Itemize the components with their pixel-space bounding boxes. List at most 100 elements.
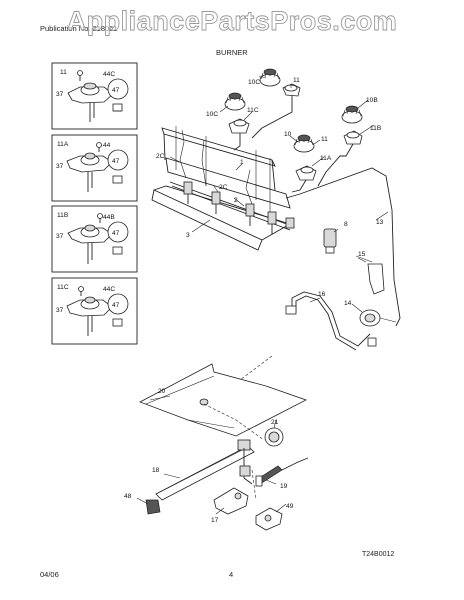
callout-21: 21 xyxy=(271,419,279,426)
burner-head-10c-left xyxy=(224,92,246,111)
inset-3-burner-label: 11B xyxy=(57,212,69,219)
valve-1 xyxy=(183,181,193,204)
watermark: AppliancePartsPros.com xyxy=(66,6,398,36)
baffle-plate-20 xyxy=(139,363,308,437)
leader-dashed-3 xyxy=(251,469,257,501)
footer-date: 04/06 xyxy=(40,570,59,579)
tube-to-11-top xyxy=(251,96,293,139)
regulator-8 xyxy=(323,228,337,254)
callout-15: 15 xyxy=(358,251,366,258)
valve-2 xyxy=(211,191,221,214)
callout-3: 3 xyxy=(186,232,190,239)
callout-20: 20 xyxy=(158,388,166,395)
manifold-frame xyxy=(151,126,292,251)
burner-part-drawing xyxy=(66,296,113,336)
callout-11c: 11C xyxy=(247,107,259,114)
bracket-15 xyxy=(355,255,385,295)
burner-head-10 xyxy=(293,134,315,153)
callout-8: 8 xyxy=(344,221,348,228)
oven-burner-tube-18 xyxy=(155,439,255,501)
inset-box-3 xyxy=(51,205,138,273)
inset-2-burner-label: 11A xyxy=(57,141,69,148)
burner-base-11a xyxy=(295,165,317,181)
callout-13: 13 xyxy=(376,219,384,226)
inset-2-cap-label: 44 xyxy=(103,142,111,149)
cap-icon xyxy=(107,221,129,255)
callout-11b: 11B xyxy=(370,125,382,132)
callout-48: 48 xyxy=(124,493,132,500)
screw-icon xyxy=(77,70,83,81)
callout-10: 10 xyxy=(284,131,292,138)
inset-1-burner-label: 11 xyxy=(60,69,67,76)
callout-19: 19 xyxy=(280,483,288,490)
inset-1-cap-label: 44C xyxy=(103,71,115,78)
callout-10c-left: 10C xyxy=(206,111,218,118)
leader-dashed-1 xyxy=(203,403,265,441)
cap-icon xyxy=(107,78,129,112)
bracket-48 xyxy=(145,499,161,515)
tube-to-11c xyxy=(233,133,241,151)
callout-2c-a: 2C xyxy=(156,153,165,160)
inset-3-knob-label: 47 xyxy=(112,230,120,237)
screw-icon xyxy=(96,142,102,152)
tube-to-11b xyxy=(317,143,354,187)
callout-2: 2 xyxy=(234,197,238,204)
inset-box-1 xyxy=(51,62,138,130)
safety-valve-14 xyxy=(359,309,397,327)
valve-4 xyxy=(267,211,277,234)
inset-1-knob-label: 47 xyxy=(112,87,120,94)
inset-3-cap-label: 44B xyxy=(103,214,115,221)
valve-5 xyxy=(285,217,295,229)
igniter-bracket-49 xyxy=(255,507,283,531)
burner-base-11-top xyxy=(282,83,301,97)
tube-to-11a xyxy=(291,179,307,193)
leader-lines xyxy=(136,75,389,515)
callout-11-top: 11 xyxy=(293,77,300,84)
igniter-19 xyxy=(255,457,309,487)
inset-box-4 xyxy=(51,277,138,345)
burner-mount-17 xyxy=(213,487,249,515)
screw-icon xyxy=(97,213,103,223)
inset-1-screw-label: 37 xyxy=(56,91,64,98)
burner-part-drawing xyxy=(66,152,113,192)
leader-dashed-2 xyxy=(239,355,273,381)
inset-4-cap-label: 44C xyxy=(103,286,115,293)
orifice-fitting xyxy=(285,305,297,315)
section-title: BURNER xyxy=(216,48,248,57)
screw-icon xyxy=(78,286,84,296)
inset-box-2 xyxy=(51,134,138,202)
orifice-21 xyxy=(264,427,284,447)
burner-part-drawing xyxy=(67,82,114,122)
valve-3 xyxy=(245,203,255,226)
spark-wire-a xyxy=(179,129,187,179)
callout-10b: 10B xyxy=(366,97,378,104)
callout-11a: 11A xyxy=(320,155,332,162)
callout-10c-top: 10C xyxy=(248,79,260,86)
diagram-code: T24B0012 xyxy=(362,551,395,558)
cap-icon xyxy=(107,149,129,184)
spark-wire-c xyxy=(245,169,253,205)
burner-head-10b xyxy=(341,105,363,124)
callout-14: 14 xyxy=(344,300,352,307)
callout-2c-b: 2C xyxy=(219,184,228,191)
watermark-text: AppliancePartsPros.com xyxy=(67,6,398,36)
burner-part-drawing xyxy=(67,224,113,264)
callout-17: 17 xyxy=(211,517,219,524)
burner-base-11c xyxy=(228,118,250,134)
callout-49: 49 xyxy=(286,503,294,510)
footer-page-number: 4 xyxy=(229,570,234,579)
gas-line-16 xyxy=(291,291,371,347)
cap-icon xyxy=(107,293,129,327)
gas-line-13 xyxy=(285,167,401,327)
inset-2-screw-label: 37 xyxy=(56,163,64,170)
callout-1: 1 xyxy=(240,159,244,166)
inset-2-knob-label: 47 xyxy=(112,158,120,165)
publication-number: Publication No. 318051 xyxy=(40,24,118,33)
burner-head-10c-top xyxy=(259,68,281,87)
spark-wire-b xyxy=(201,139,207,187)
gas-line-16-inner xyxy=(295,295,357,351)
callout-11-mid: 11 xyxy=(321,136,328,143)
orifice-fitting xyxy=(367,337,377,347)
